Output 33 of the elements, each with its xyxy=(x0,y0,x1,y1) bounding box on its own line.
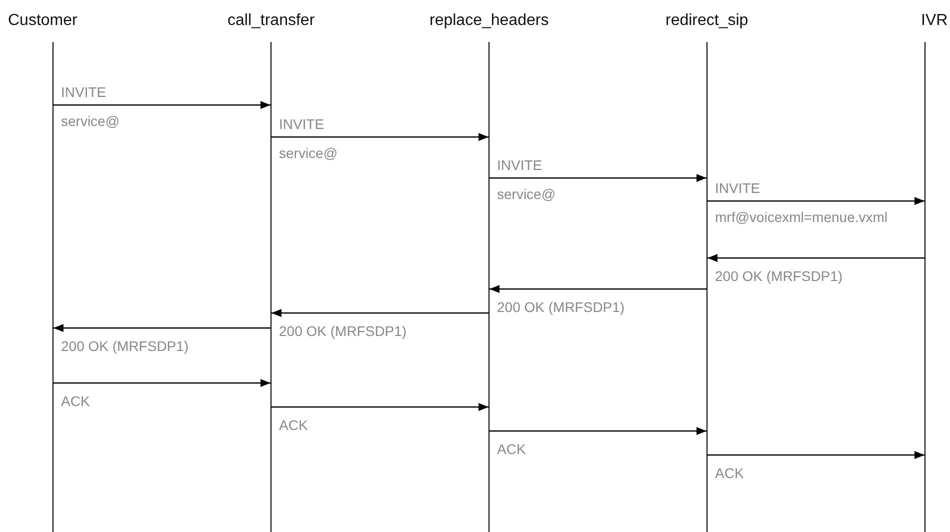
message-label: ACK xyxy=(497,441,526,457)
message-label: ACK xyxy=(279,417,308,433)
message-parameter: mrf@voicexml=menue.vxml xyxy=(715,209,888,225)
message-arrow xyxy=(490,174,706,182)
message-label: INVITE xyxy=(279,116,324,132)
message-label: 200 OK (MRFSDP1) xyxy=(279,323,407,339)
message-arrow xyxy=(708,451,924,459)
participant-label: redirect_sip xyxy=(666,12,748,30)
message-arrow xyxy=(54,379,270,387)
message-parameter: service@ xyxy=(279,145,338,161)
message-arrow xyxy=(272,403,488,411)
message-arrow xyxy=(490,285,706,293)
message-label: INVITE xyxy=(715,180,760,196)
message-parameter: service@ xyxy=(497,186,556,202)
message-arrow xyxy=(490,427,706,435)
message-label: ACK xyxy=(61,393,90,409)
participant-label: IVR xyxy=(921,12,948,30)
message-label: INVITE xyxy=(61,84,106,100)
message-arrow xyxy=(708,197,924,205)
message-label: 200 OK (MRFSDP1) xyxy=(715,268,843,284)
participant-label: call_transfer xyxy=(228,12,315,30)
message-parameter: service@ xyxy=(61,113,120,129)
message-arrow xyxy=(54,101,270,109)
message-label: ACK xyxy=(715,465,744,481)
message-label: 200 OK (MRFSDP1) xyxy=(497,299,625,315)
participant-label: replace_headers xyxy=(430,12,549,30)
message-label: 200 OK (MRFSDP1) xyxy=(61,338,189,354)
participant-label: Customer xyxy=(8,12,78,30)
message-arrow xyxy=(272,309,488,317)
message-label: INVITE xyxy=(497,157,542,173)
message-arrow xyxy=(272,133,488,141)
message-arrow xyxy=(54,324,270,332)
message-arrow xyxy=(708,254,924,262)
